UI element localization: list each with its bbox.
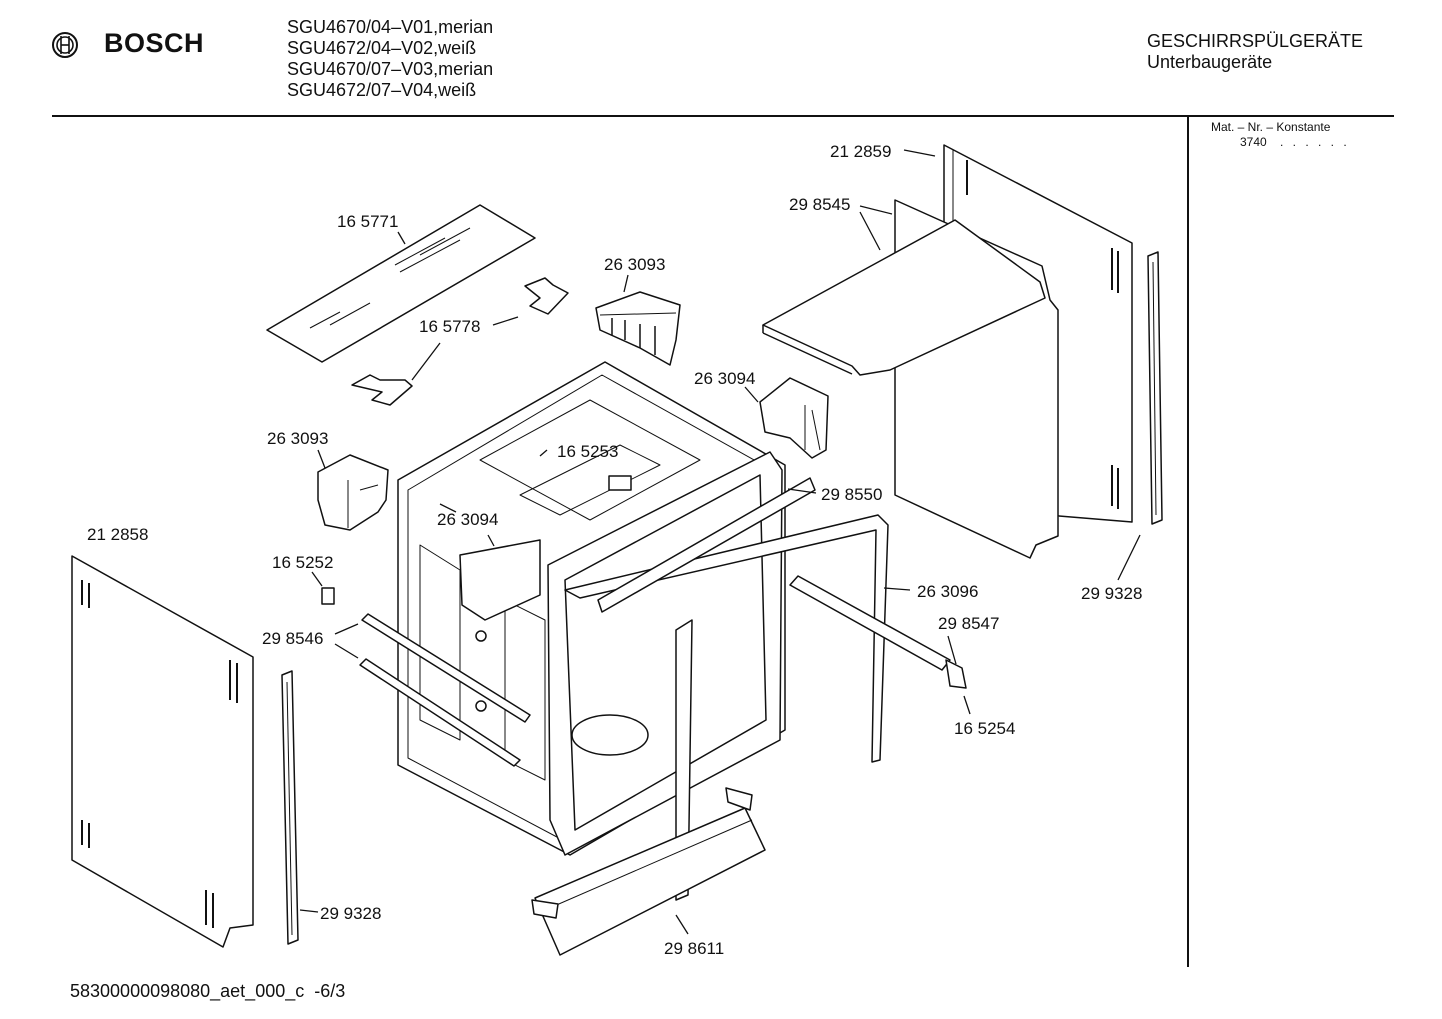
hinge-cover [759,377,829,459]
document-id: 58300000098080_aet_000_c [70,981,305,1001]
part-number-label: 29 8545 [789,195,850,214]
part-number-label: 29 9328 [320,904,381,923]
sidebar-divider [1187,116,1189,967]
insulation-mat [266,204,536,363]
part-number-label: 29 8547 [938,614,999,633]
brand-name: BOSCH [104,28,205,58]
left-side-panel [71,555,254,948]
mounting-bracket [351,277,569,406]
model-line: SGU4670/07–V03,merian [287,59,494,79]
part-number-label: 29 8546 [262,629,323,648]
cross-tube [789,575,967,689]
material-number-dots: . . . . . . [1280,135,1350,149]
bosch-armature-icon [52,32,78,58]
part-number-label: 26 3094 [694,369,755,388]
model-line: SGU4670/04–V01,merian [287,17,494,37]
leader-lines [299,149,1141,935]
small-clip [321,587,335,605]
upper-rail [597,477,816,613]
part-number-label: 16 5771 [337,212,398,231]
part-number-label: 16 5252 [272,553,333,572]
part-labels: 21 2859 29 8545 16 5771 26 3093 16 5778 … [87,142,1142,958]
part-number-label: 29 9328 [1081,584,1142,603]
hinge-clip [317,454,389,531]
header-divider [52,115,1394,117]
right-trim-strip [1147,251,1163,525]
part-number-label: 26 3094 [437,510,498,529]
part-number-label: 21 2858 [87,525,148,544]
dishwasher-tub [397,361,786,856]
left-trim-strip [281,670,299,945]
model-line: SGU4672/07–V04,weiß [287,80,477,100]
page-number: -6/3 [314,981,346,1001]
material-number-value: 3740 [1240,135,1267,149]
part-number-label: 29 8550 [821,485,882,504]
part-number-label: 26 3096 [917,582,978,601]
part-number-label: 16 5253 [557,442,618,461]
hinge-clip [595,291,681,366]
guide-rail [359,613,531,767]
appliance-subcategory: Unterbaugeräte [1147,52,1273,72]
part-number-label: 16 5778 [419,317,480,336]
base-profile [531,787,766,956]
material-number-title: Mat. – Nr. – Konstante [1211,120,1331,134]
part-number-label: 26 3093 [267,429,328,448]
part-number-label: 29 8611 [664,939,724,958]
model-line: SGU4672/04–V02,weiß [287,38,477,58]
part-number-label: 16 5254 [954,719,1015,738]
part-number-label: 21 2859 [830,142,891,161]
part-number-label: 26 3093 [604,255,665,274]
document-footer: 58300000098080_aet_000_c -6/3 [70,981,345,1002]
appliance-category: GESCHIRRSPÜLGERÄTE [1147,31,1364,51]
top-cover-plate [762,199,1059,559]
